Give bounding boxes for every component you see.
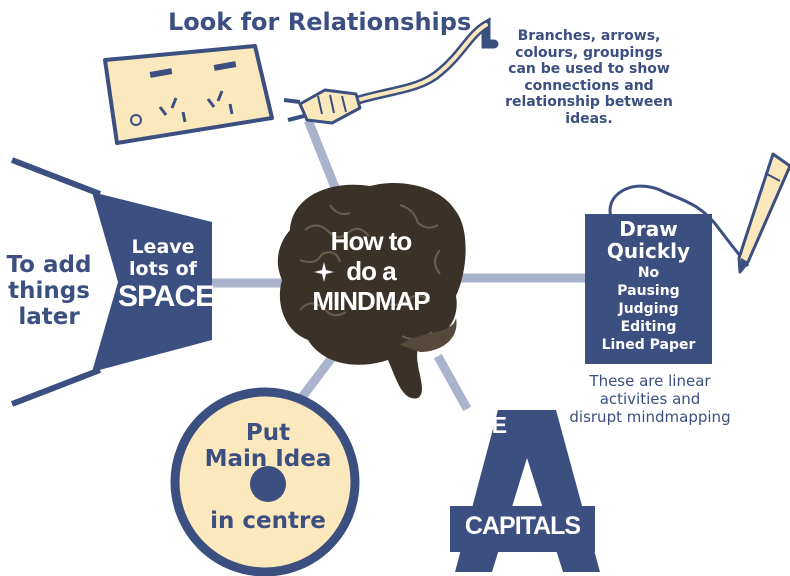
add-later-line: To add — [6, 252, 92, 278]
add-later-line: things — [8, 278, 90, 304]
draw-quickly-list: No Pausing Judging Editing Lined Paper — [585, 264, 712, 354]
center-dot-icon — [250, 466, 286, 502]
draw-quickly-panel — [585, 214, 712, 364]
space-line: lots of — [129, 258, 197, 280]
space-panel — [10, 157, 212, 407]
linear-note-line: disrupt mindmapping — [569, 408, 731, 426]
add-later-line: later — [18, 304, 80, 330]
draw-list-item: Editing — [620, 319, 677, 335]
note-line: relationship between — [505, 94, 673, 110]
main-idea-line: Put — [245, 420, 291, 446]
draw-title-line: Draw — [619, 217, 678, 241]
center-line: MINDMAP — [312, 286, 430, 316]
letter-a-shape — [450, 410, 600, 572]
draw-list-item: No — [637, 265, 660, 281]
draw-title-line: Quickly — [606, 239, 691, 263]
relationships-note: Branches, arrows, colours, groupings can… — [500, 28, 678, 127]
main-idea-bottom: in centre — [210, 508, 326, 534]
linear-note: These are linear activities and disrupt … — [568, 372, 732, 426]
draw-list-item: Lined Paper — [601, 337, 696, 353]
center-line: do a — [346, 256, 396, 286]
main-idea-top: Put Main Idea — [180, 420, 356, 472]
sparkle-icon — [314, 262, 334, 282]
space-heading: SPACE — [118, 280, 215, 313]
draw-list-item: Pausing — [617, 283, 680, 299]
main-idea-disc — [170, 387, 360, 576]
note-line: connections and — [524, 77, 654, 94]
space-text: Leave lots of — [118, 236, 208, 280]
linear-note-line: These are linear — [589, 372, 711, 390]
spoke-capitals — [433, 353, 472, 412]
plug-icon — [283, 17, 499, 125]
pencil-icon — [608, 152, 790, 274]
add-later-text: To add things later — [0, 252, 98, 330]
note-line: Branches, arrows, — [517, 28, 661, 44]
brain-icon — [277, 183, 466, 399]
linear-note-line: activities and — [599, 390, 701, 408]
power-socket-icon — [103, 44, 274, 145]
page-title: Look for Relationships — [168, 8, 472, 36]
draw-quickly-title: Draw Quickly — [585, 218, 712, 262]
draw-list-item: Judging — [618, 301, 679, 317]
note-line: colours, groupings — [515, 44, 663, 61]
spoke-main-idea — [293, 353, 337, 407]
space-line: Leave — [131, 236, 195, 258]
capitals-label: CAPITALS — [464, 512, 581, 540]
note-line: ideas. — [565, 110, 613, 127]
main-idea-line: Main Idea — [204, 446, 332, 472]
use-label: USE — [461, 412, 507, 438]
center-title: How to do a MINDMAP — [306, 226, 436, 316]
center-line: How to — [330, 226, 413, 256]
note-line: can be used to show — [508, 61, 670, 77]
